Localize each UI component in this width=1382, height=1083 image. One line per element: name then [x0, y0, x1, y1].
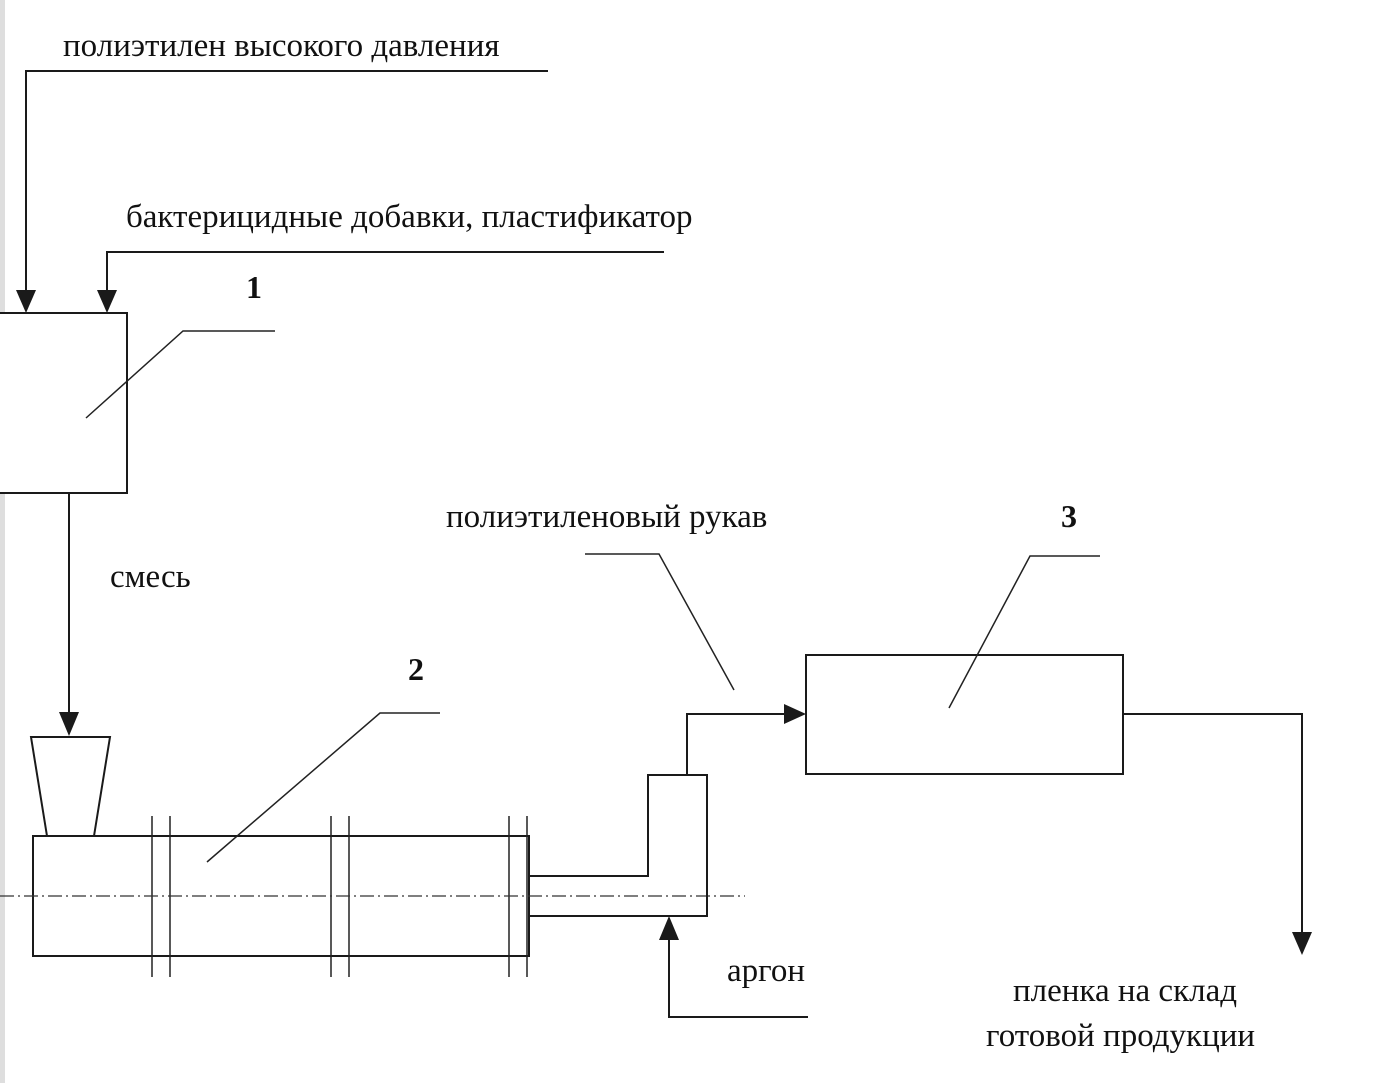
sleeve-flow-line: [686, 704, 806, 775]
polyethylene-feed-arrow: [16, 290, 36, 313]
unit-3-leader-line: [948, 555, 1100, 709]
polyethylene-feed-line: [16, 70, 548, 313]
additives-feed-line: [97, 251, 664, 313]
argon-label: аргон: [727, 953, 805, 989]
sleeve-leader-line: [585, 553, 735, 691]
mixture-flow-line: [59, 493, 79, 736]
mixer-unit-number: 1: [246, 269, 262, 305]
polyethylene-label: полиэтилен высокого давления: [63, 28, 500, 64]
film-output-line: [1123, 713, 1312, 955]
extrusion-head-outline: [529, 774, 708, 917]
output-label-line-1: пленка на склад: [1013, 973, 1237, 1009]
film-output-arrow: [1292, 932, 1312, 955]
argon-feed-line: [659, 916, 808, 1018]
mixer-unit-box: [0, 312, 128, 494]
additives-feed-arrow: [97, 290, 117, 313]
extruder-leader-line: [206, 712, 440, 863]
sleeve-flow-arrow: [784, 704, 806, 724]
unit-3-number: 3: [1061, 498, 1077, 534]
extruder-unit-number: 2: [408, 651, 424, 687]
scan-edge-shadow: [0, 0, 5, 1083]
extruder-hopper: [29, 736, 112, 837]
mixer-leader-line: [85, 330, 275, 419]
output-label-line-2: готовой продукции: [986, 1018, 1255, 1054]
additives-label: бактерицидные добавки, пластификатор: [126, 199, 692, 235]
sleeve-label: полиэтиленовый рукав: [446, 499, 767, 535]
mixture-label: смесь: [110, 559, 191, 595]
mixture-flow-arrow: [59, 712, 79, 736]
argon-feed-arrow: [659, 916, 679, 940]
unit-3-box: [805, 654, 1124, 775]
